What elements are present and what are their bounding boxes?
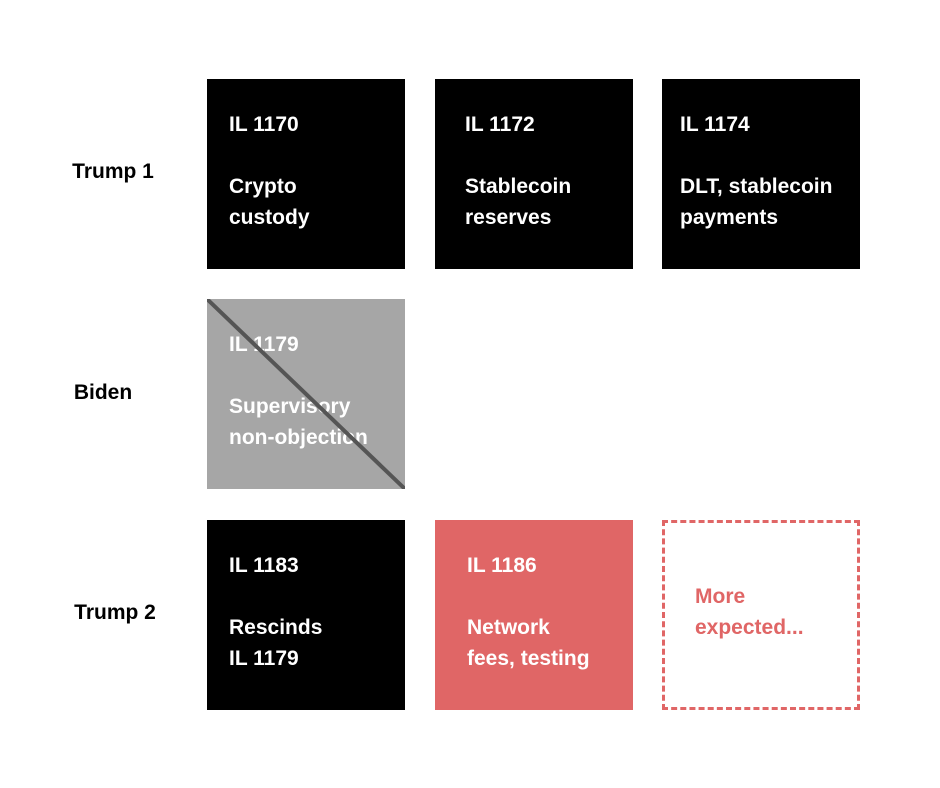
box-code: IL 1183 <box>229 554 299 577</box>
box-il-1170: IL 1170 Crypto custody <box>207 79 405 269</box>
box-description: More expected... <box>695 585 804 639</box>
box-code: IL 1174 <box>680 113 750 136</box>
box-description: Network fees, testing <box>467 616 590 670</box>
box-il-1174: IL 1174 DLT, stablecoin payments <box>662 79 860 269</box>
box-il-1172: IL 1172 Stablecoin reserves <box>435 79 633 269</box>
box-description: Supervisory non-objection <box>229 395 368 449</box>
box-code: IL 1170 <box>229 113 299 136</box>
box-il-1179: IL 1179 Supervisory non-objection <box>207 299 405 489</box>
box-il-1183: IL 1183 Rescinds IL 1179 <box>207 520 405 710</box>
box-description: Crypto custody <box>229 175 310 229</box>
box-il-1186: IL 1186 Network fees, testing <box>435 520 633 710</box>
box-description: Stablecoin reserves <box>465 175 572 229</box>
box-code: IL 1172 <box>465 113 535 136</box>
strike-through-line <box>207 299 405 489</box>
box-more-expected: More expected... <box>662 520 860 710</box>
row-label-trump-1: Trump 1 <box>72 160 154 183</box>
box-description: DLT, stablecoin payments <box>680 175 833 229</box>
row-label-trump-2: Trump 2 <box>74 601 156 624</box>
row-label-biden: Biden <box>73 381 133 404</box>
box-code: IL 1186 <box>467 554 537 577</box>
box-description: Rescinds IL 1179 <box>229 616 323 670</box>
